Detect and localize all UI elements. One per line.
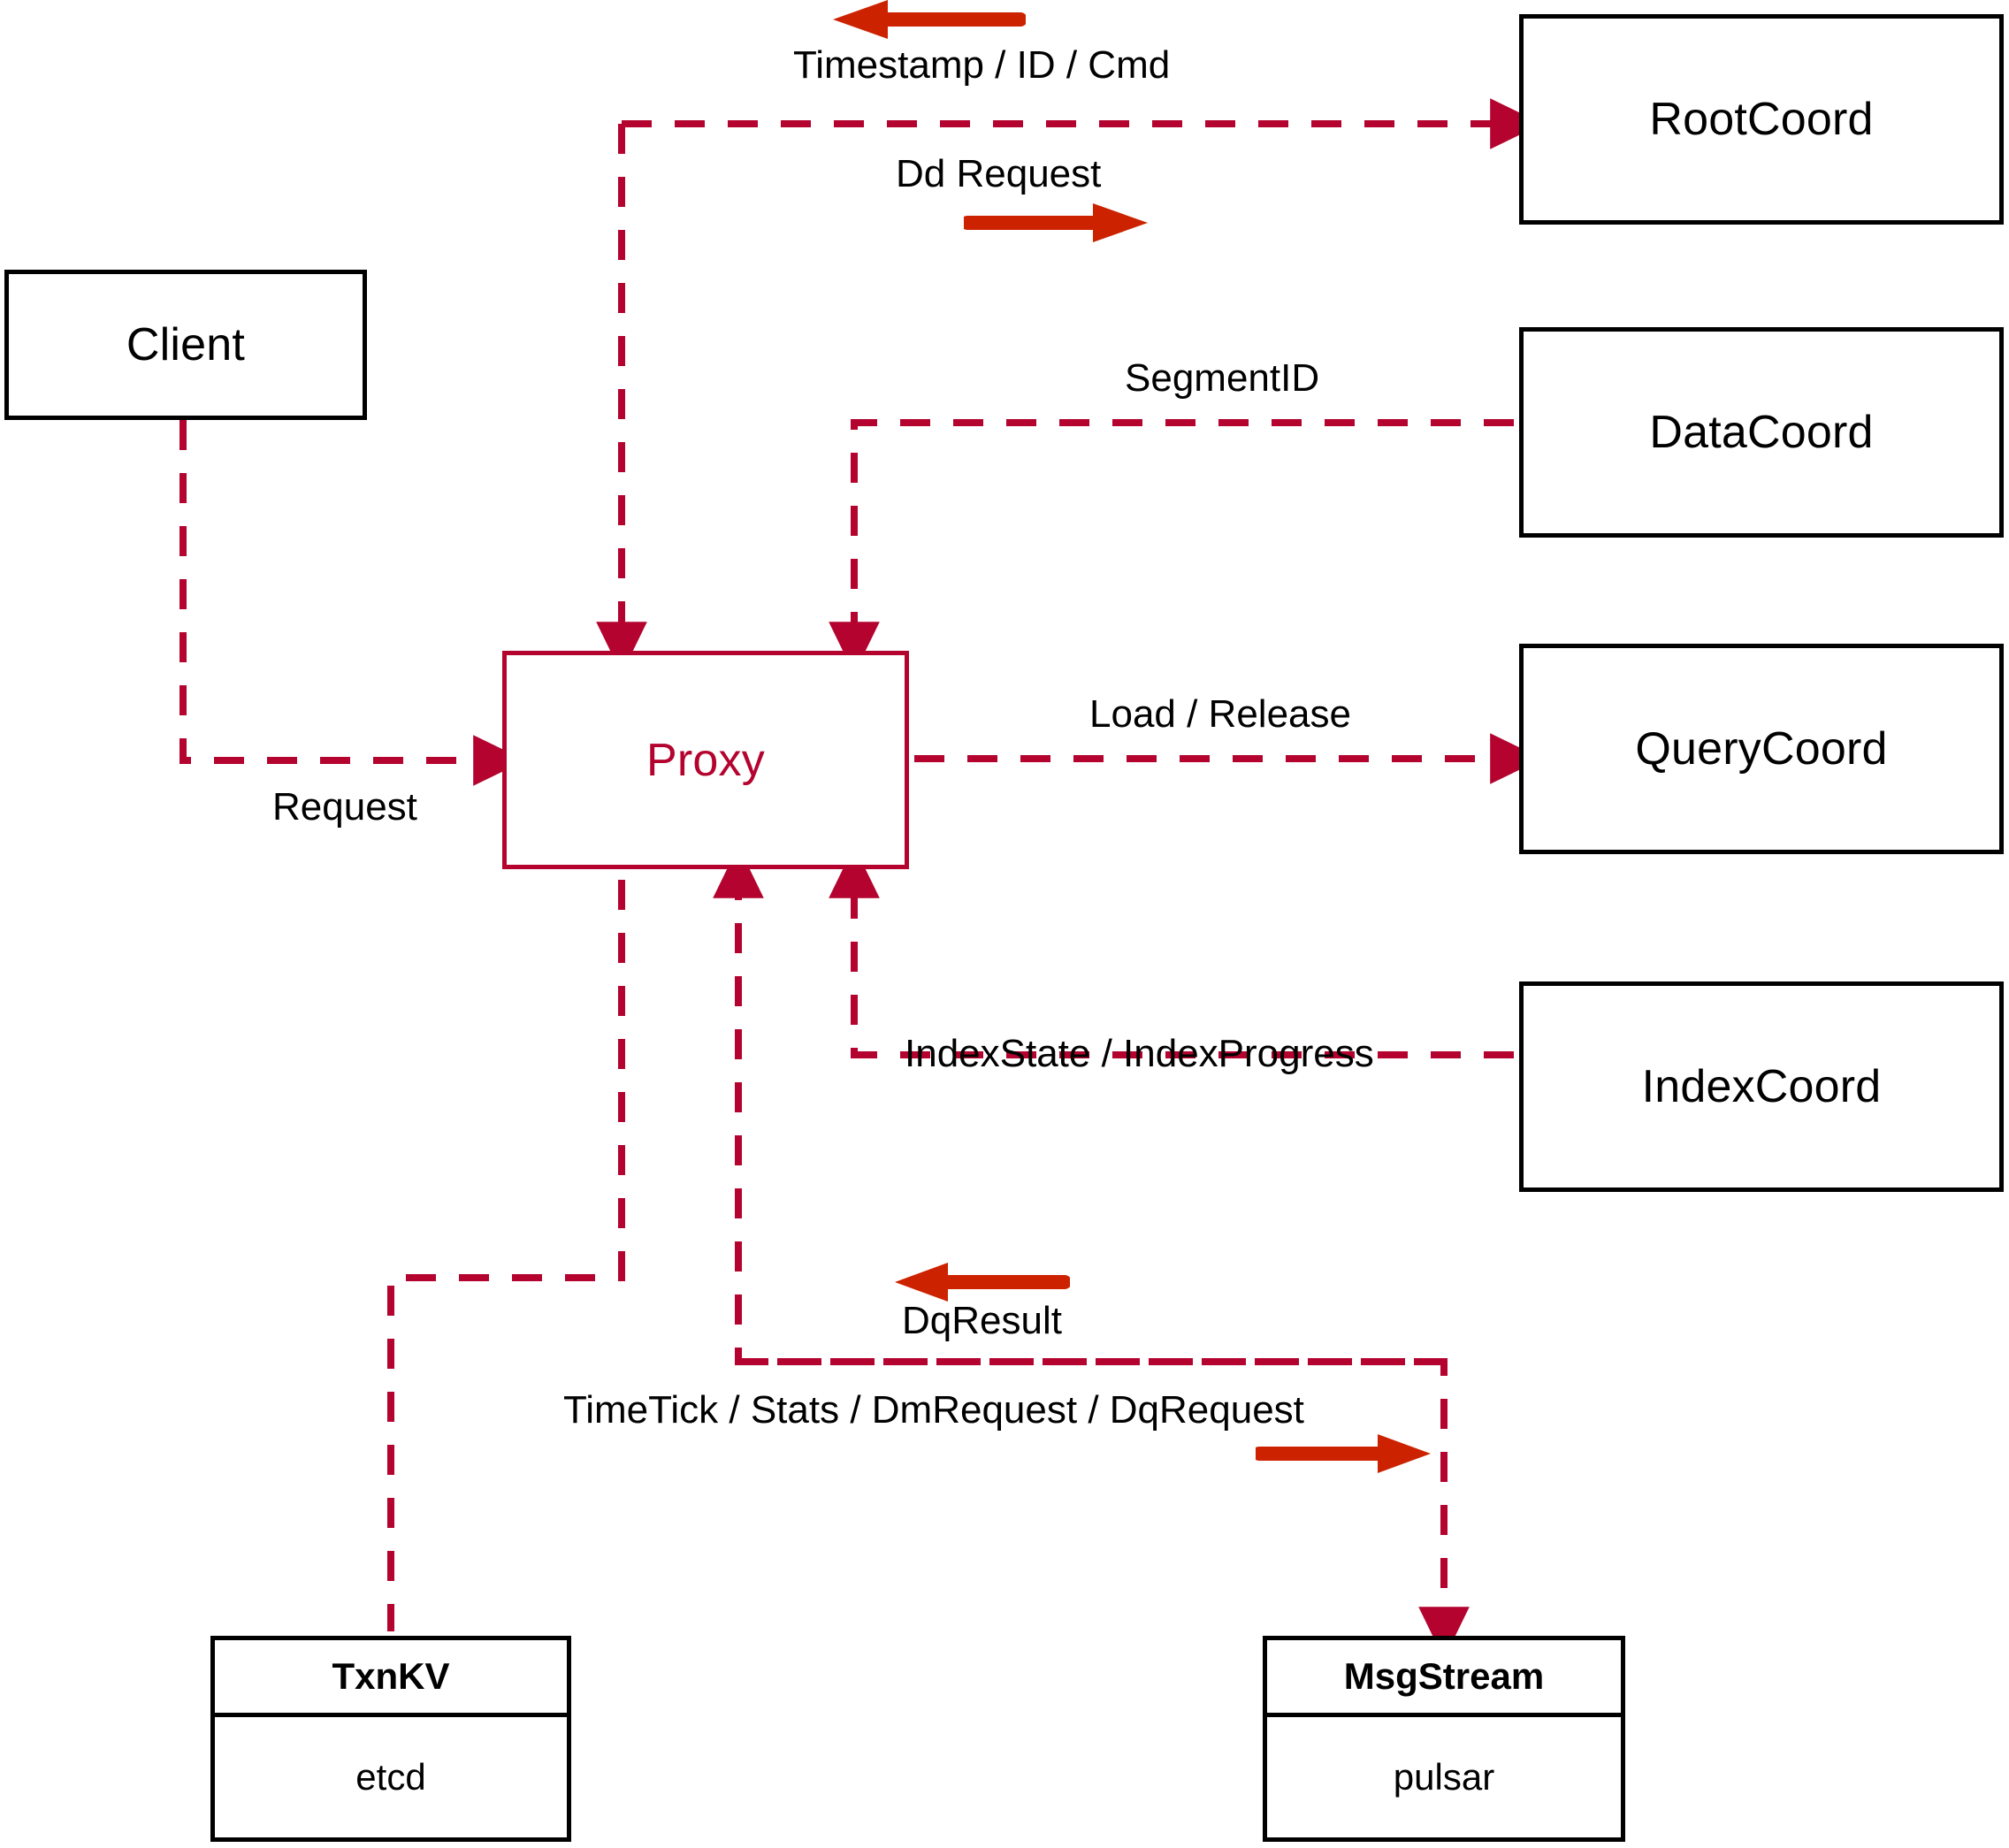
edge-label-dq-result: DqResult <box>902 1299 1062 1342</box>
node-client-label: Client <box>126 319 246 370</box>
node-indexcoord[interactable]: IndexCoord <box>1519 981 2004 1192</box>
node-txnkv-body: etcd <box>355 1756 426 1798</box>
edge-label-request: Request <box>272 785 417 829</box>
direction-arrow-dd-request-right <box>964 203 1148 242</box>
wire-datacoord-proxy <box>829 419 1514 675</box>
direction-arrow-timestamp-left <box>833 0 1026 39</box>
edge-label-timestamp-id-cmd: Timestamp / ID / Cmd <box>793 43 1171 87</box>
edge-label-timetick-stats-dm-dq: TimeTick / Stats / DmRequest / DqRequest <box>563 1388 1304 1432</box>
wire-proxy-txnkv <box>387 880 625 1631</box>
direction-arrow-msgstream-right <box>1256 1434 1431 1473</box>
node-msgstream-header: MsgStream <box>1267 1640 1621 1717</box>
wire-indexcoord-proxy <box>829 845 1514 1058</box>
node-querycoord-label: QueryCoord <box>1635 723 1888 775</box>
node-proxy-label: Proxy <box>646 734 765 786</box>
direction-arrow-dqresult-left <box>895 1263 1070 1302</box>
node-querycoord[interactable]: QueryCoord <box>1519 644 2004 854</box>
wire-msgstream-proxy <box>713 845 1444 1365</box>
node-txnkv-header: TxnKV <box>215 1640 567 1717</box>
node-msgstream-body: pulsar <box>1393 1756 1495 1798</box>
node-rootcoord[interactable]: RootCoord <box>1519 14 2004 225</box>
node-datacoord[interactable]: DataCoord <box>1519 327 2004 538</box>
edge-label-dd-request: Dd Request <box>896 152 1102 195</box>
node-indexcoord-label: IndexCoord <box>1641 1061 1882 1112</box>
node-datacoord-label: DataCoord <box>1649 407 1874 458</box>
wire-client-proxy <box>180 420 526 786</box>
node-msgstream[interactable]: MsgStream pulsar <box>1263 1636 1625 1842</box>
node-rootcoord-label: RootCoord <box>1649 94 1874 145</box>
node-txnkv[interactable]: TxnKV etcd <box>210 1636 571 1842</box>
edge-label-load-release: Load / Release <box>1089 692 1351 736</box>
edge-label-index-state-progress: IndexState / IndexProgress <box>905 1032 1374 1075</box>
node-client[interactable]: Client <box>4 270 367 420</box>
edge-label-segment-id: SegmentID <box>1125 356 1320 400</box>
node-proxy[interactable]: Proxy <box>502 651 909 869</box>
